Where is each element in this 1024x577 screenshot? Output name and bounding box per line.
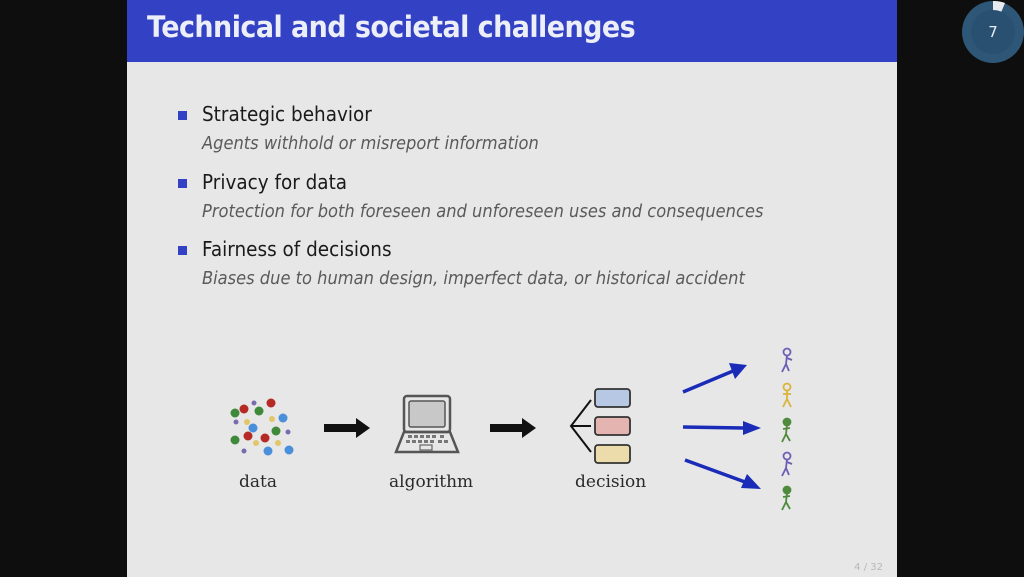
label-decision: decision: [575, 472, 647, 492]
bullet-square-icon: [178, 111, 187, 120]
progress-indicator[interactable]: 7: [961, 0, 1024, 64]
decision-options-icon: [569, 388, 631, 464]
blue-arrows-icon: [682, 363, 761, 489]
item-subtitle: Biases due to human design, imperfect da…: [202, 269, 745, 289]
item-title: Privacy for data: [202, 170, 348, 194]
arrow-right-icon: [490, 418, 536, 438]
bullet-square-icon: [178, 246, 187, 255]
arrow-right-icon: [324, 418, 370, 438]
people-icons: [781, 347, 793, 511]
slide-title: Technical and societal challenges: [147, 10, 636, 44]
person-icon: [781, 347, 793, 373]
page-indicator: 4 / 32: [854, 562, 883, 573]
slide: Technical and societal challenges Strate…: [127, 0, 897, 577]
item-title: Strategic behavior: [202, 102, 372, 126]
progress-number: 7: [988, 23, 998, 41]
label-data: data: [239, 472, 277, 492]
laptop-icon: [394, 394, 460, 454]
item-subtitle: Agents withhold or misreport information: [202, 134, 539, 154]
label-algorithm: algorithm: [389, 472, 474, 492]
data-dots-icon: [230, 398, 294, 456]
bullet-square-icon: [178, 179, 187, 188]
progress-ring-icon: [962, 0, 1024, 63]
item-subtitle: Protection for both foreseen and unfores…: [202, 202, 764, 222]
slide-header: Technical and societal challenges: [127, 0, 897, 62]
item-title: Fairness of decisions: [202, 237, 392, 261]
